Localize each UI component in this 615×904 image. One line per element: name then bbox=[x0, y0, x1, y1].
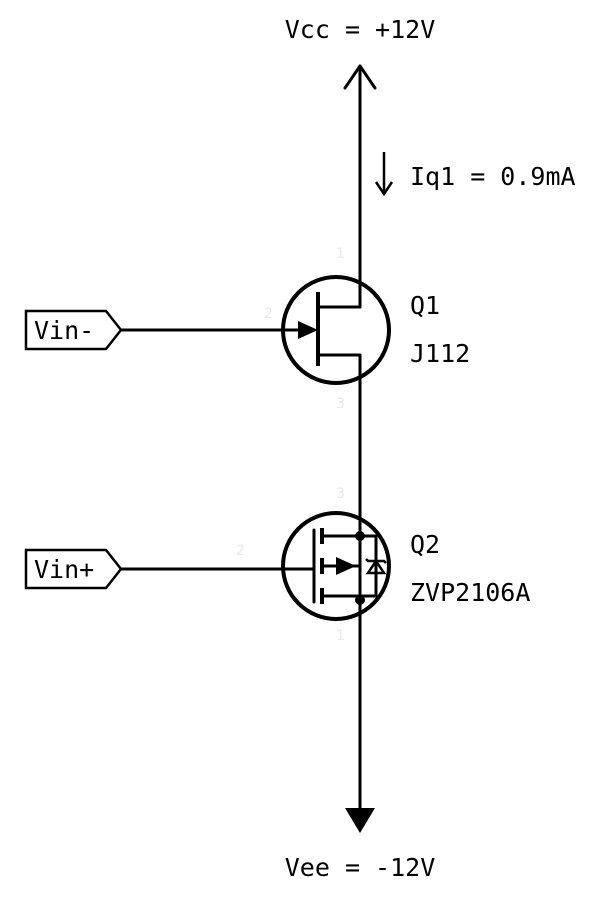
q1-source-pin-number: 3 bbox=[336, 396, 345, 412]
q1-part: J112 bbox=[410, 339, 470, 368]
vin-plus-port[interactable]: Vin+ bbox=[24, 548, 123, 590]
vin-plus-label: Vin+ bbox=[34, 555, 94, 584]
q1-gate-pin-number: 2 bbox=[264, 306, 273, 322]
vin-minus-label: Vin- bbox=[34, 316, 94, 345]
q2-drain-pin-number: 3 bbox=[336, 486, 345, 502]
vcc-label: Vcc = +12V bbox=[285, 15, 436, 44]
q2-source-pin-number: 1 bbox=[336, 628, 345, 644]
q1-ref: Q1 bbox=[410, 291, 440, 320]
vin-minus-port[interactable]: Vin- bbox=[24, 309, 123, 351]
p-channel-mosfet-icon[interactable] bbox=[281, 511, 391, 621]
down-arrow-icon bbox=[374, 152, 394, 197]
current-label: Iq1 = 0.9mA bbox=[410, 162, 576, 191]
q2-gate-pin-number: 2 bbox=[236, 543, 245, 559]
q2-part: ZVP2106A bbox=[410, 578, 530, 607]
vee-label: Vee = -12V bbox=[285, 853, 436, 882]
q2-ref: Q2 bbox=[410, 530, 440, 559]
vee-arrow-icon bbox=[345, 808, 375, 833]
n-channel-jfet-icon[interactable] bbox=[281, 275, 391, 385]
q1-drain-pin-number: 1 bbox=[336, 246, 345, 262]
